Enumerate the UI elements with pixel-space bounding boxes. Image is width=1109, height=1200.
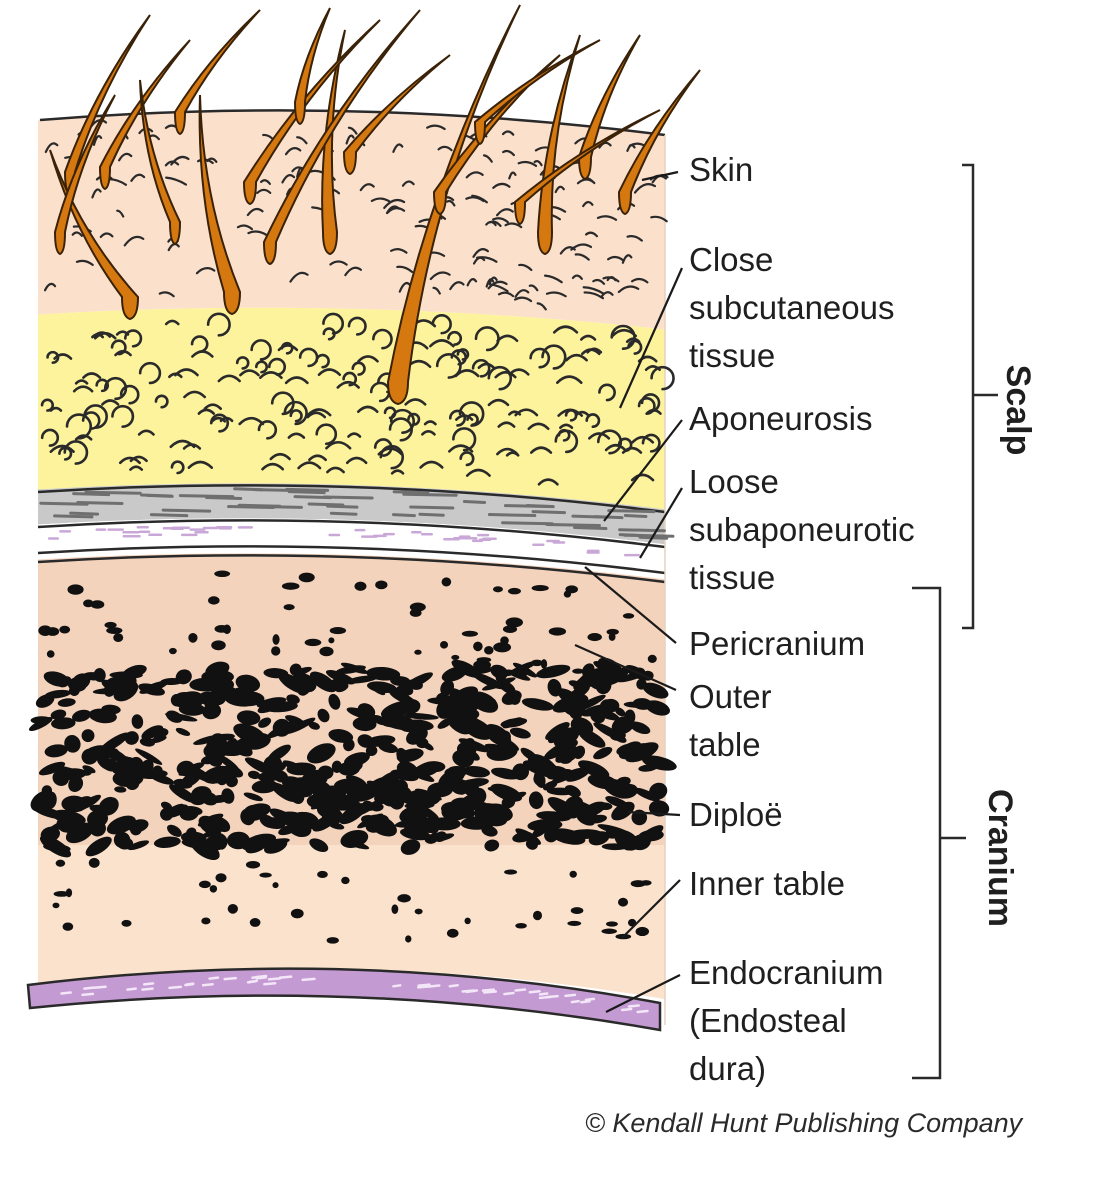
label-outer-table-line-2: table [689, 726, 761, 763]
label-diploe: Diploë [689, 796, 783, 833]
label-endocranium-line-2: (Endosteal [689, 1002, 847, 1039]
group-label-cranium: Cranium [981, 789, 1019, 927]
label-inner-table: Inner table [689, 865, 845, 902]
skin-layer [38, 110, 665, 330]
leader-loose [639, 487, 683, 559]
inner-table-layer [38, 845, 665, 1000]
hair-follicle [513, 109, 661, 226]
leader-skin [641, 170, 679, 182]
hair-follicle [262, 9, 421, 266]
leader-endocranium [605, 974, 681, 1013]
label-close-subcutaneous: Close subcutaneous tissue [689, 236, 895, 380]
leader-subcutaneous [618, 267, 684, 409]
hair-follicle [198, 94, 242, 316]
hair-follicle [98, 39, 191, 191]
label-outer-table-line-1: Outer [689, 678, 772, 715]
label-close-subcutaneous-line-3: tissue [689, 337, 776, 374]
leader-aponeurosis [603, 419, 683, 522]
group-label-scalp: Scalp [999, 364, 1037, 456]
hair-follicle [617, 69, 701, 216]
label-aponeurosis: Aponeurosis [689, 400, 873, 437]
hair-follicle [173, 9, 261, 136]
leader-outer-table [574, 643, 677, 692]
label-skin: Skin [689, 151, 754, 188]
leader-pericranium [584, 566, 677, 644]
label-loose-line-1: Loose [689, 463, 779, 500]
scalp-bracket [962, 163, 998, 630]
hair-follicle [536, 34, 581, 256]
label-close-subcutaneous-line-2: subcutaneous [689, 289, 895, 326]
hair-follicle [321, 29, 346, 256]
label-outer-table: Outer table [689, 673, 772, 769]
label-pericranium: Pericranium [689, 625, 866, 662]
label-endocranium-line-3: dura) [689, 1050, 767, 1087]
leader-lines [574, 170, 684, 1013]
cranium-bracket [912, 586, 966, 1080]
label-close-subcutaneous-line-1: Close [689, 241, 774, 278]
leader-diploe [627, 810, 681, 817]
hair-follicle [53, 94, 116, 256]
label-loose-line-3: tissue [689, 559, 776, 596]
label-loose-line-2: subaponeurotic [689, 511, 915, 548]
hair-follicle [139, 79, 182, 246]
leader-inner-table [621, 879, 681, 939]
hair-follicle [49, 149, 140, 321]
hair-follicles [49, 4, 701, 406]
label-endocranium-line-1: Endocranium [689, 954, 884, 991]
subcutaneous-layer [38, 307, 665, 510]
hair-follicle [293, 7, 331, 126]
hair-follicle [473, 39, 601, 146]
hair-follicle [577, 34, 641, 181]
hair-follicle [342, 54, 451, 176]
label-loose-subaponeurotic: Loose subaponeurotic tissue [689, 458, 915, 602]
copyright-notice: © Kendall Hunt Publishing Company [585, 1108, 1023, 1138]
label-endocranium: Endocranium (Endosteal dura) [689, 949, 883, 1093]
